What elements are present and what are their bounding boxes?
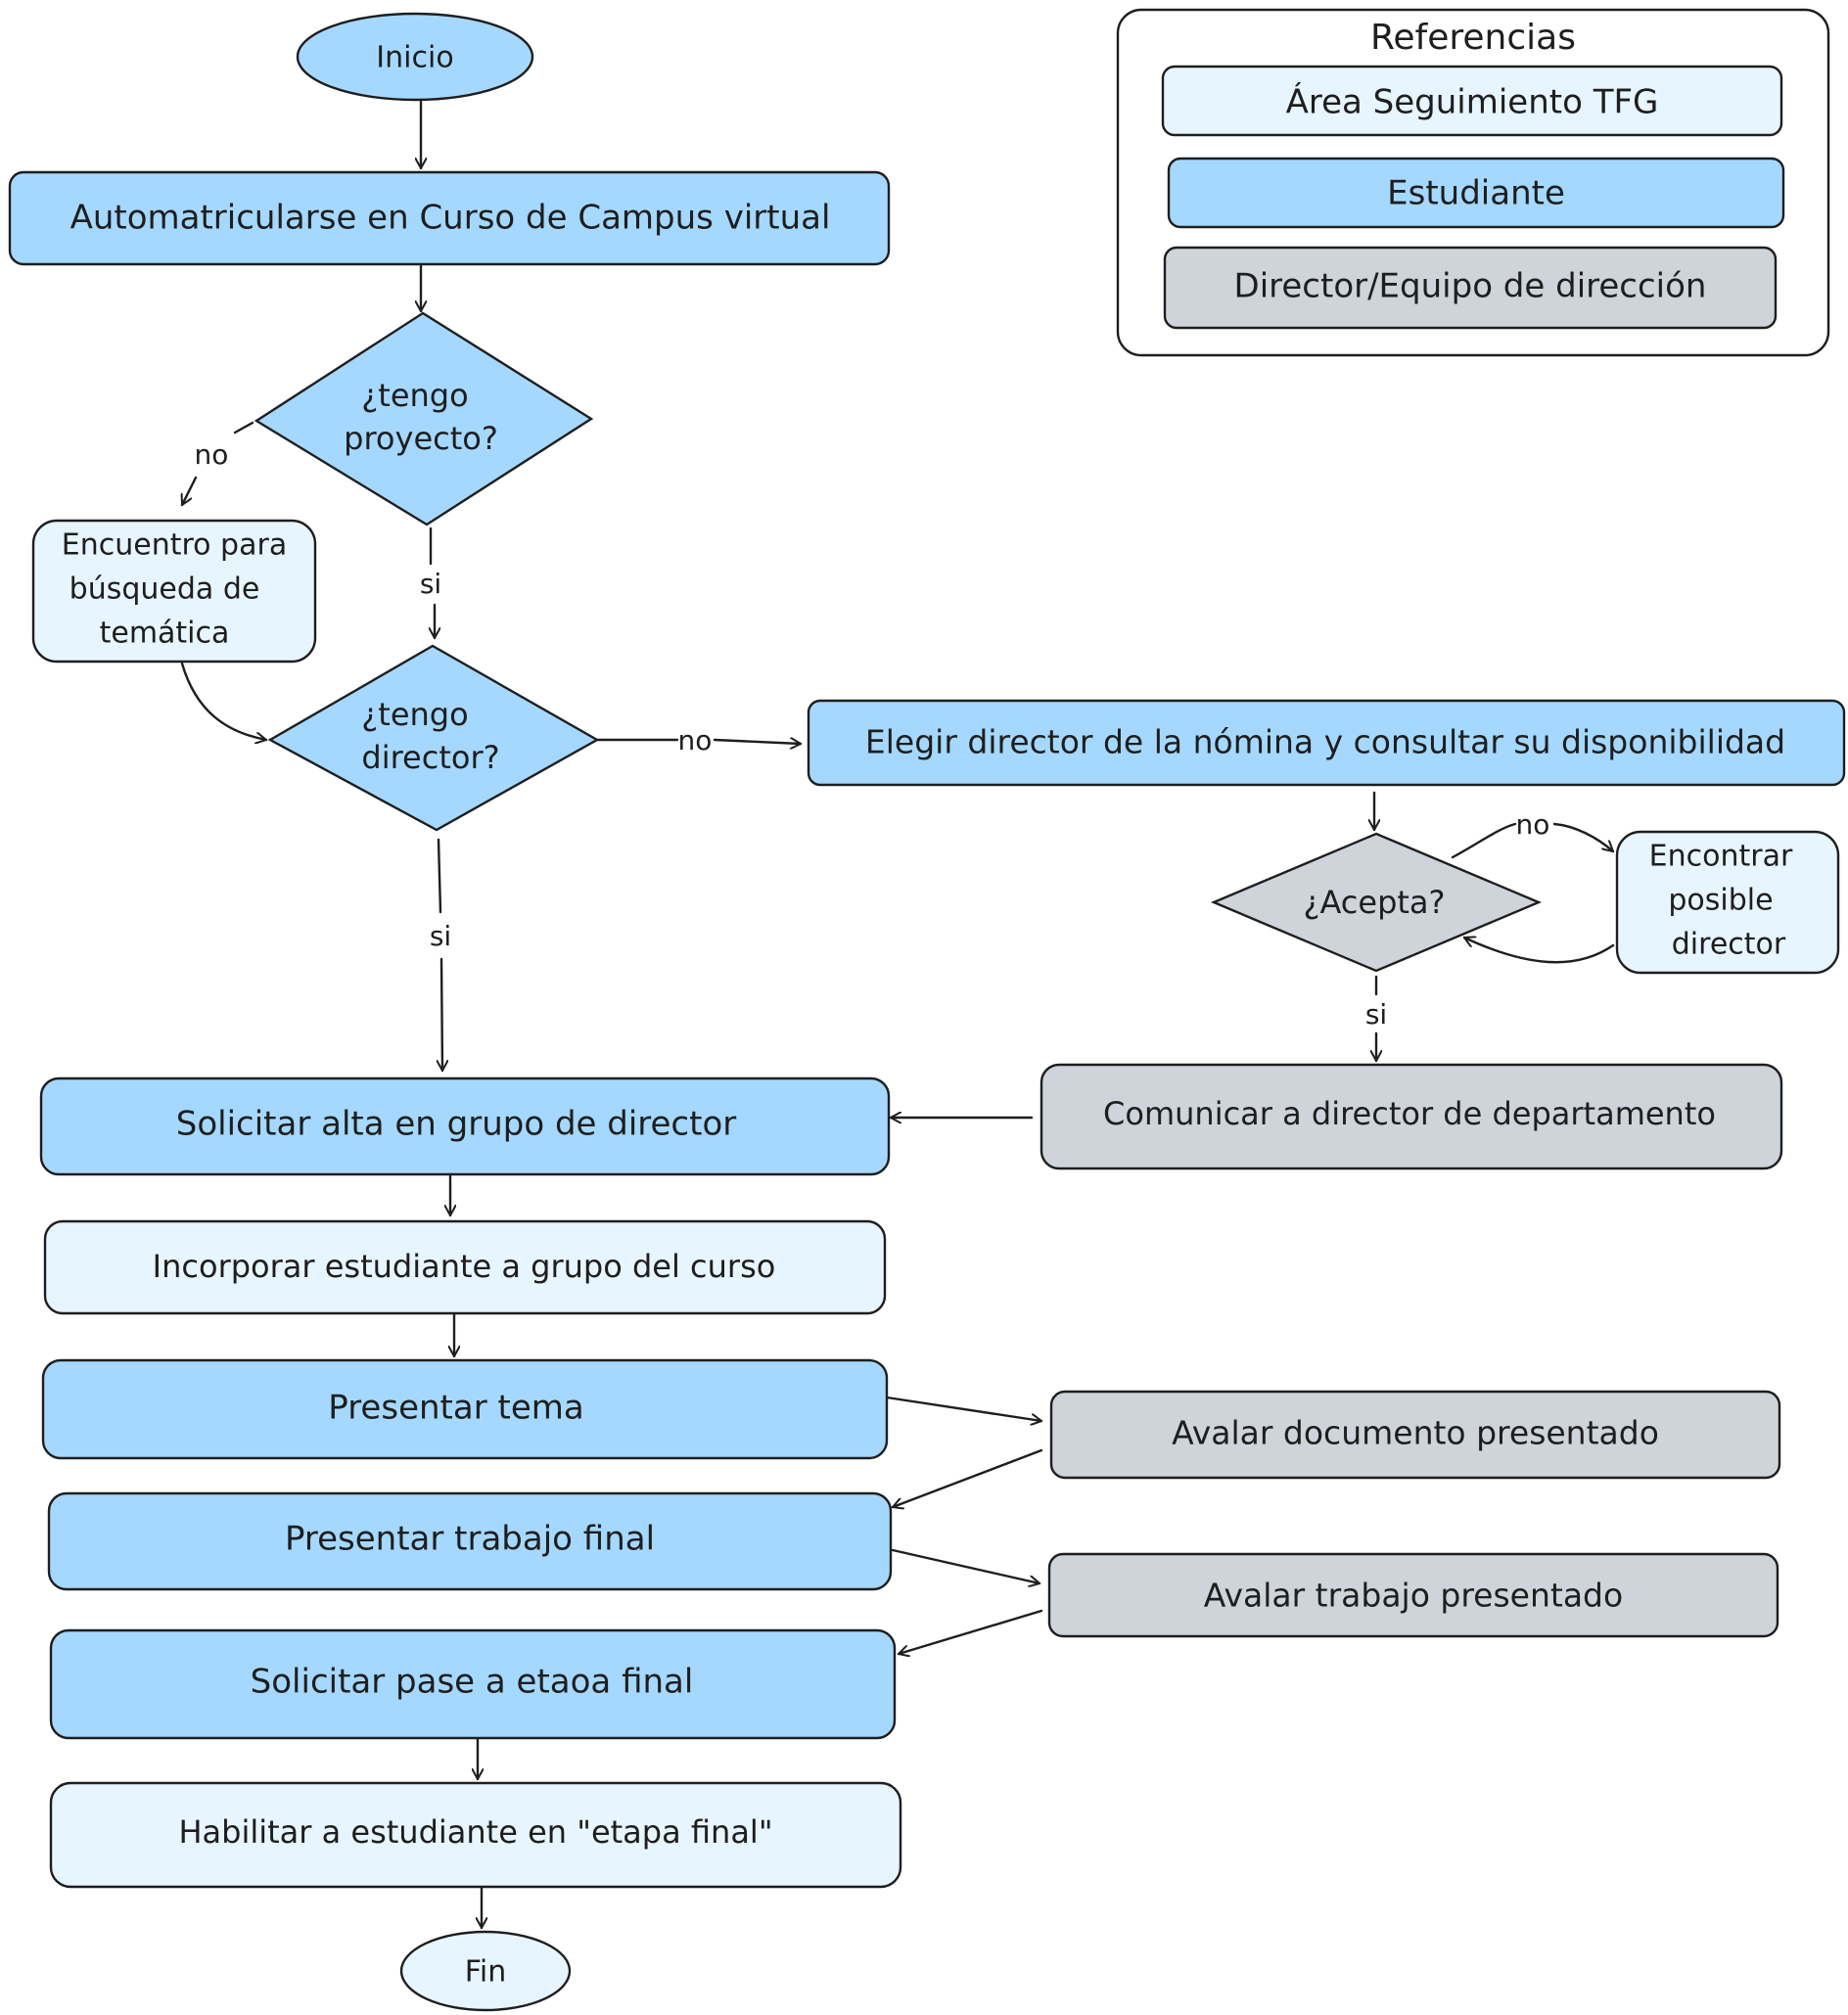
node-presentar-tema: Presentar tema bbox=[41, 1358, 889, 1460]
node-elegir-director: Elegir director de la nómina y consultar… bbox=[807, 699, 1846, 787]
legend: Referencias Área Seguimiento TFG Estudia… bbox=[1116, 8, 1830, 357]
edge-tema-avalar bbox=[885, 1396, 1041, 1421]
edge-label-acepta-no: no bbox=[1516, 808, 1550, 841]
tengo-director-line-1: ¿tengo bbox=[361, 696, 468, 733]
encontrar-line-1: Encontrar bbox=[1649, 840, 1793, 874]
node-encuentro: Encuentro para búsqueda de temática bbox=[31, 519, 317, 664]
edge-label-proyecto-no: no bbox=[195, 438, 229, 471]
edge-director-no bbox=[595, 740, 801, 744]
svg-text:Incorporar estudiante a grupo: Incorporar estudiante a grupo del curso bbox=[153, 1248, 776, 1285]
encuentro-line-1: Encuentro para bbox=[62, 528, 287, 563]
edge-proyecto-no bbox=[182, 421, 254, 505]
node-avalar-documento: Avalar documento presentado bbox=[1049, 1390, 1781, 1480]
svg-text:Elegir director de la nómina y: Elegir director de la nómina y consultar… bbox=[865, 723, 1785, 761]
svg-text:Presentar trabajo final: Presentar trabajo final bbox=[285, 1520, 655, 1559]
encuentro-line-3: temática bbox=[100, 617, 230, 651]
svg-text:Fin: Fin bbox=[465, 1955, 506, 1990]
tengo-proyecto-line-2: proyecto? bbox=[344, 420, 498, 457]
svg-text:Presentar tema: Presentar tema bbox=[328, 1389, 583, 1428]
node-tengo-proyecto: ¿tengo proyecto? bbox=[254, 311, 594, 527]
edge-trabajo-avalar bbox=[891, 1548, 1040, 1583]
edge-proyecto-si bbox=[431, 527, 435, 638]
edge-label-proyecto-si: si bbox=[420, 568, 441, 600]
legend-title: Referencias bbox=[1370, 18, 1576, 58]
svg-text:Automatricularse en Curso de C: Automatricularse en Curso de Campus virt… bbox=[70, 199, 831, 238]
edge-label-director-si: si bbox=[430, 920, 451, 952]
node-acepta: ¿Acepta? bbox=[1210, 832, 1543, 973]
node-encontrar: Encontrar posible director bbox=[1615, 830, 1840, 975]
encontrar-line-2: posible bbox=[1668, 884, 1773, 918]
edge-avalar-pase bbox=[899, 1609, 1043, 1654]
encontrar-line-3: director bbox=[1672, 928, 1786, 962]
tengo-director-line-2: director? bbox=[361, 739, 499, 776]
edge-encontrar-acepta bbox=[1464, 938, 1615, 964]
node-comunicar: Comunicar a director de departamento bbox=[1040, 1063, 1783, 1170]
node-inicio: Inicio bbox=[296, 12, 534, 102]
node-habilitar: Habilitar a estudiante en "etapa final" bbox=[49, 1781, 902, 1889]
tengo-proyecto-line-1: ¿tengo bbox=[361, 377, 468, 414]
legend-item-director: Director/Equipo de dirección bbox=[1163, 246, 1778, 330]
node-incorporar: Incorporar estudiante a grupo del curso bbox=[43, 1219, 887, 1315]
node-fin: Fin bbox=[399, 1930, 572, 2012]
node-solicitar-alta: Solicitar alta en grupo de director bbox=[39, 1076, 891, 1176]
node-tengo-director: ¿tengo director? bbox=[267, 644, 600, 832]
svg-text:Comunicar a director de depart: Comunicar a director de departamento bbox=[1103, 1095, 1716, 1132]
node-solicitar-pase: Solicitar pase a etaoa final bbox=[49, 1628, 897, 1740]
node-presentar-trabajo: Presentar trabajo final bbox=[47, 1491, 893, 1591]
edge-encuentro-director bbox=[180, 662, 266, 740]
encuentro-line-2: búsqueda de bbox=[69, 572, 260, 607]
svg-text:Habilitar a estudiante en "eta: Habilitar a estudiante en "etapa final" bbox=[178, 1813, 772, 1851]
svg-text:Inicio: Inicio bbox=[376, 41, 453, 75]
svg-text:Solicitar pase a etaoa final: Solicitar pase a etaoa final bbox=[251, 1663, 694, 1702]
edges bbox=[180, 100, 1615, 1930]
edge-avalar-trabajo bbox=[893, 1448, 1043, 1507]
edge-acepta-no bbox=[1451, 822, 1613, 857]
legend-item-student-label: Estudiante bbox=[1387, 174, 1565, 213]
edge-label-director-no: no bbox=[678, 724, 713, 756]
svg-text:¿Acepta?: ¿Acepta? bbox=[1303, 884, 1445, 921]
legend-item-director-label: Director/Equipo de dirección bbox=[1234, 267, 1707, 306]
svg-text:Solicitar alta en grupo de dir: Solicitar alta en grupo de director bbox=[176, 1105, 737, 1144]
legend-item-area: Área Seguimiento TFG bbox=[1161, 65, 1783, 137]
edge-labels: no si no si no si bbox=[195, 438, 1550, 1030]
edge-label-acepta-si: si bbox=[1365, 998, 1387, 1030]
svg-text:Avalar documento presentado: Avalar documento presentado bbox=[1172, 1414, 1659, 1452]
node-automatricula: Automatricularse en Curso de Campus virt… bbox=[8, 170, 891, 266]
svg-text:Avalar trabajo presentado: Avalar trabajo presentado bbox=[1204, 1577, 1623, 1615]
legend-item-student: Estudiante bbox=[1167, 157, 1785, 229]
legend-item-area-label: Área Seguimiento TFG bbox=[1286, 82, 1659, 122]
edge-director-si bbox=[439, 838, 442, 1071]
node-avalar-trabajo: Avalar trabajo presentado bbox=[1047, 1552, 1779, 1638]
